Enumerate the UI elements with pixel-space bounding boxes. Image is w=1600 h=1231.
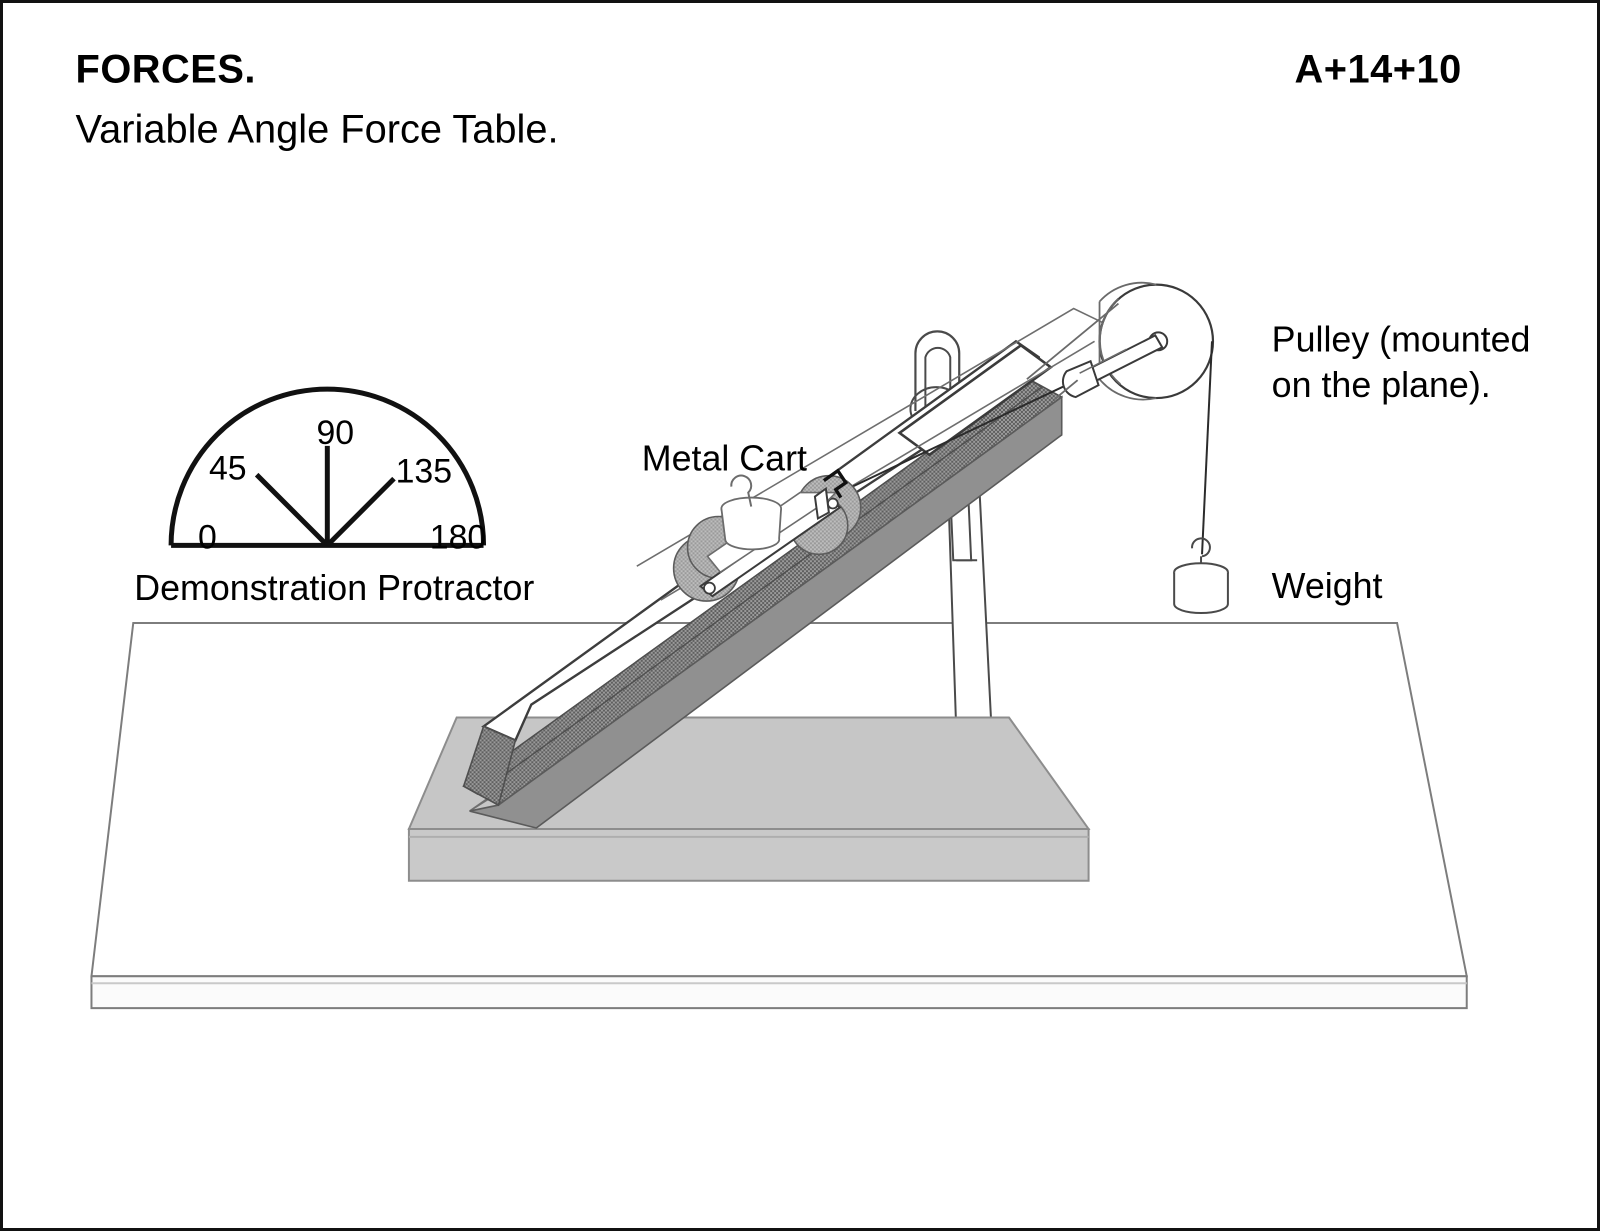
protractor-tick-135: 135: [396, 453, 452, 491]
inclined-plane: [462, 307, 1105, 829]
pulley-clamp-arm: [1061, 334, 1164, 399]
protractor-tick-90: 90: [316, 414, 354, 452]
page-title: FORCES.: [76, 48, 256, 92]
protractor-ray-135: [325, 476, 396, 548]
protractor-caption: Demonstration Protractor: [134, 568, 534, 608]
apparatus-diagram: FORCES. A+14+10 Variable Angle Force Tab…: [76, 48, 1531, 1010]
protractor-tick-180: 180: [430, 518, 486, 556]
label-pulley-line1: Pulley (mounted: [1272, 319, 1531, 359]
protractor-tick-45: 45: [209, 450, 247, 488]
label-weight: Weight: [1272, 566, 1383, 606]
page-subtitle: Variable Angle Force Table.: [76, 107, 559, 151]
cart-mass-cylinder: [720, 474, 782, 551]
label-pulley-line2: on the plane).: [1272, 365, 1491, 405]
metal-cart: [672, 468, 862, 602]
figure-code: A+14+10: [1295, 48, 1462, 92]
demonstration-protractor: 0 45 90 135 180 Demonstration Protractor: [134, 386, 534, 608]
pulley-assembly: [1026, 281, 1215, 401]
hanging-string: [1201, 341, 1213, 555]
protractor-ray-45: [254, 472, 330, 548]
label-metal-cart: Metal Cart: [642, 439, 807, 479]
hanging-weight: [1173, 341, 1229, 615]
protractor-tick-0: 0: [198, 518, 217, 556]
